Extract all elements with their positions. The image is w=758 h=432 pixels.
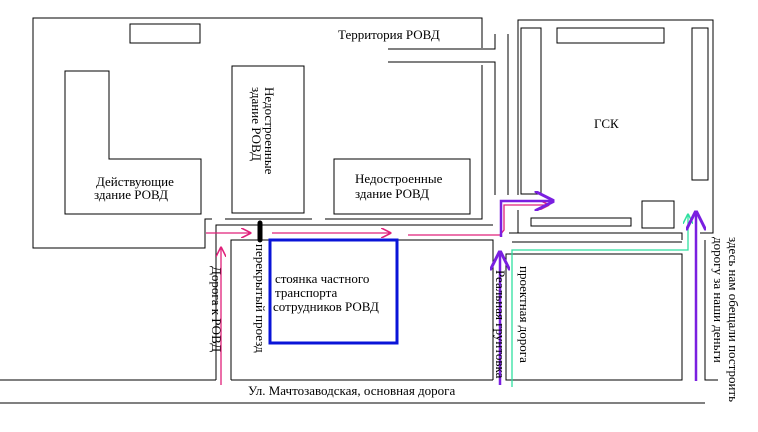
unfinished-building-vertical-label-2: здание РОВД	[249, 87, 264, 161]
active-building	[64, 70, 202, 215]
territory-label: Территория РОВД	[338, 27, 440, 42]
unfinished-building-label: Недостроенные	[355, 171, 443, 186]
project-road-label: проектная дорога	[517, 266, 532, 363]
unfinished-building-vertical-label: Недостроенные	[262, 87, 277, 175]
side-road	[388, 34, 509, 195]
main-street-label: Ул. Мачтозаводская, основная дорога	[248, 383, 456, 398]
small-building	[129, 23, 201, 44]
parking-label: стоянка частного	[275, 271, 369, 286]
unfinished-building-label-2: здание РОВД	[355, 186, 429, 201]
parking-label-3: сотрудников РОВД	[273, 299, 379, 314]
promise-label: здесь нам обещали построить	[726, 237, 741, 402]
unfinished-building-vertical	[231, 65, 305, 214]
parking-label-2: транспорта	[275, 285, 337, 300]
territory-boundary	[32, 17, 483, 249]
promise-label-2: дорогу за наши деньги	[711, 237, 726, 363]
gsk-label: ГСК	[594, 116, 619, 131]
blocked-passage-label: перекрытый проезд	[253, 244, 268, 353]
lower-right-lot	[505, 253, 683, 381]
gsk-boundary	[517, 19, 714, 234]
main-street	[0, 379, 705, 404]
road-to-rovd-label: Дорога к РОВД	[209, 266, 224, 352]
active-building-label-2: здание РОВД	[94, 187, 168, 202]
parking-lot	[268, 238, 399, 345]
unfinished-building-horizontal	[333, 158, 471, 215]
real-road-label: Реальная грунтовка	[493, 270, 508, 379]
active-building-label: Действующие	[96, 174, 174, 189]
arrow-project-road	[511, 215, 688, 387]
